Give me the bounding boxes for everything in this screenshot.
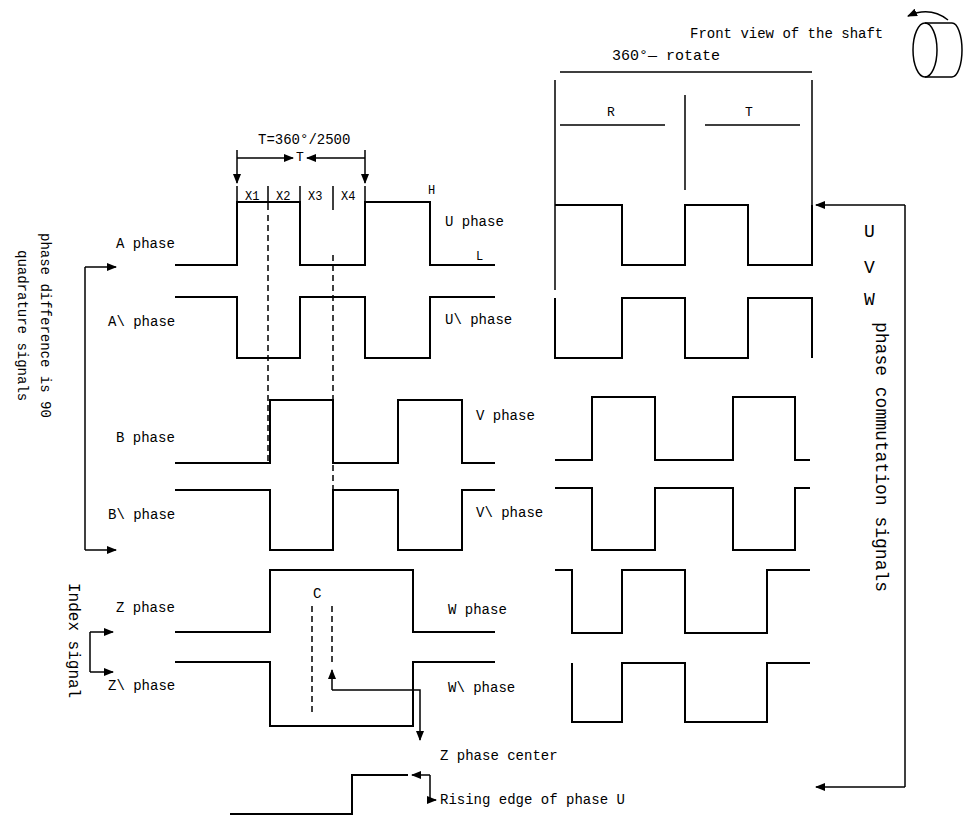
level-label: L	[476, 250, 483, 264]
dashed-guide	[267, 215, 269, 465]
signal-name: B phase	[116, 430, 175, 447]
signal-name: Z phase	[116, 600, 175, 617]
signal-name: V phase	[476, 408, 535, 425]
x-ticks	[237, 186, 365, 210]
period-tick	[236, 150, 238, 183]
signal-name: W phase	[448, 602, 507, 619]
shaft-face	[913, 23, 937, 77]
dashed-guide	[311, 606, 313, 715]
uvw-bracket	[904, 205, 906, 787]
callout-text: Rising edge of phase U	[440, 792, 625, 809]
bracket-note: quadrature signals	[13, 250, 30, 401]
point-label: C	[313, 586, 321, 603]
signal-name: W\ phase	[448, 680, 515, 697]
signal-name: V\ phase	[476, 505, 543, 522]
signal-name: U phase	[445, 214, 504, 231]
bracket-note: Index signal	[63, 583, 82, 698]
quadrature-bracket	[84, 267, 86, 550]
rotation-label: 360°— rotate	[612, 48, 720, 66]
segment-label: X4	[341, 190, 355, 204]
quadrature-arrow	[85, 549, 116, 551]
segment-label: X2	[276, 190, 290, 204]
u-inv-wave	[555, 298, 812, 358]
z-inv-wave	[175, 662, 495, 726]
signal-name: Z\ phase	[108, 678, 175, 695]
u-edge-wave	[230, 775, 408, 814]
b-wave	[175, 400, 495, 463]
uvw-arrow	[816, 204, 905, 206]
rotation-bracket	[555, 72, 812, 290]
rotation-arrow	[908, 12, 948, 20]
period-formula: T=360°/2500	[258, 132, 350, 149]
bracket-note: U	[864, 222, 875, 244]
rt-lines	[560, 124, 800, 126]
bracket-note: W	[864, 290, 875, 312]
shaft-body	[925, 23, 962, 77]
signal-name: A\ phase	[108, 314, 175, 331]
index-arrow	[90, 671, 113, 673]
uvw-arrow	[816, 786, 905, 788]
period-label: T	[296, 150, 304, 166]
b-inv-wave	[175, 490, 495, 550]
callout-text: Z phase center	[440, 748, 558, 765]
signal-name: A phase	[116, 236, 175, 253]
period-tick	[364, 150, 366, 183]
level-label: H	[428, 184, 435, 198]
segment-label: T	[745, 105, 753, 121]
segment-label: R	[607, 105, 615, 121]
dashed-guide	[332, 255, 334, 520]
u-wave	[555, 205, 812, 265]
edge-arrow	[412, 774, 430, 776]
w-wave	[555, 570, 810, 633]
period-arrow	[307, 157, 365, 159]
segment-label: X1	[245, 190, 259, 204]
z-wave	[175, 570, 495, 632]
bracket-note: V	[864, 258, 875, 280]
center-arrow	[331, 670, 333, 690]
period-arrow	[237, 157, 293, 159]
segment-label: X3	[308, 190, 322, 204]
center-leader	[332, 690, 420, 740]
index-bracket	[89, 632, 91, 672]
caption-text: Front view of the shaft	[690, 26, 883, 43]
v-inv-wave	[555, 488, 810, 550]
signal-name: U\ phase	[445, 312, 512, 329]
index-arrow	[90, 631, 113, 633]
bracket-note: phase difference is 90	[36, 233, 53, 418]
signal-name: B\ phase	[108, 507, 175, 524]
a-wave	[175, 202, 495, 265]
quadrature-arrow	[85, 266, 116, 268]
w-inv-wave	[572, 663, 810, 722]
v-wave	[555, 397, 810, 460]
edge-leader	[430, 775, 436, 800]
dashed-guide	[331, 606, 333, 665]
bracket-note: phase commutation signals	[869, 322, 891, 592]
